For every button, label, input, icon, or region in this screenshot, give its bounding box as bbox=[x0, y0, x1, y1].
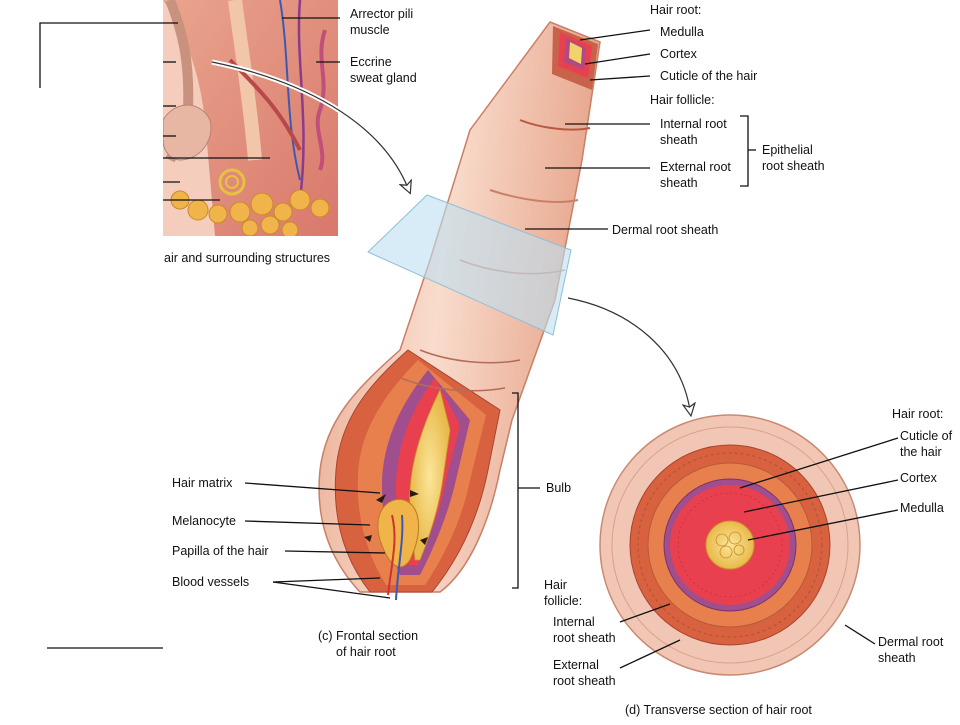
label-external-root-sheath-2: sheath bbox=[660, 176, 698, 190]
label-hair-root-title: Hair root: bbox=[650, 3, 701, 17]
label-arrector-pili: Arrector pili bbox=[350, 7, 413, 21]
label-d-cuticle-1: Cuticle of bbox=[900, 429, 953, 443]
label-hair-follicle-title: Hair follicle: bbox=[650, 93, 715, 107]
label-eccrine: Eccrine bbox=[350, 55, 392, 69]
label-d-cortex: Cortex bbox=[900, 471, 938, 485]
label-external-root-sheath-1: External root bbox=[660, 160, 731, 174]
caption-panel-c-2: of hair root bbox=[336, 645, 396, 659]
label-d-internal-1: Internal bbox=[553, 615, 595, 629]
panel-a-leader-lines bbox=[163, 17, 340, 201]
transverse-section-plane bbox=[367, 194, 572, 336]
label-d-cuticle-2: the hair bbox=[900, 445, 942, 459]
label-d-medulla: Medulla bbox=[900, 501, 944, 515]
label-d-dermal-2: sheath bbox=[878, 651, 916, 665]
label-d-dermal-1: Dermal root bbox=[878, 635, 944, 649]
hair-root-illustration bbox=[318, 21, 601, 601]
caption-panel-c-1: (c) Frontal section bbox=[318, 629, 418, 643]
label-dermal-root-sheath: Dermal root sheath bbox=[612, 223, 718, 237]
label-blood-vessels: Blood vessels bbox=[172, 575, 249, 589]
caption-panel-a: air and surrounding structures bbox=[164, 251, 330, 265]
label-cortex: Cortex bbox=[660, 47, 698, 61]
label-d-hair-follicle-1: Hair bbox=[544, 578, 567, 592]
label-d-external-2: root sheath bbox=[553, 674, 616, 688]
label-papilla: Papilla of the hair bbox=[172, 544, 269, 558]
label-epithelial-2: root sheath bbox=[762, 159, 825, 173]
label-muscle: muscle bbox=[350, 23, 390, 37]
label-hair-matrix: Hair matrix bbox=[172, 476, 233, 490]
transverse-section-illustration bbox=[599, 414, 861, 676]
panel-d-leader-lines bbox=[619, 437, 899, 669]
label-epithelial-1: Epithelial bbox=[762, 143, 813, 157]
arrow-to-transverse bbox=[567, 297, 690, 410]
label-sweat-gland: sweat gland bbox=[350, 71, 417, 85]
panel-c-leader-lines bbox=[244, 29, 756, 599]
caption-panel-d: (d) Transverse section of hair root bbox=[625, 703, 812, 717]
label-internal-root-sheath-2: sheath bbox=[660, 133, 698, 147]
label-d-hair-root-title: Hair root: bbox=[892, 407, 943, 421]
arrow-to-frontal bbox=[211, 61, 408, 188]
skin-section-image bbox=[163, 0, 338, 236]
arrow-to-transverse-outline bbox=[567, 295, 693, 411]
frame-corner-top bbox=[39, 22, 163, 88]
label-d-external-1: External bbox=[553, 658, 599, 672]
label-d-internal-2: root sheath bbox=[553, 631, 616, 645]
label-medulla: Medulla bbox=[660, 25, 704, 39]
label-internal-root-sheath-1: Internal root bbox=[660, 117, 727, 131]
label-d-hair-follicle-2: follicle: bbox=[544, 594, 582, 608]
label-bulb: Bulb bbox=[546, 481, 571, 495]
label-cuticle: Cuticle of the hair bbox=[660, 69, 757, 83]
label-melanocyte: Melanocyte bbox=[172, 514, 236, 528]
